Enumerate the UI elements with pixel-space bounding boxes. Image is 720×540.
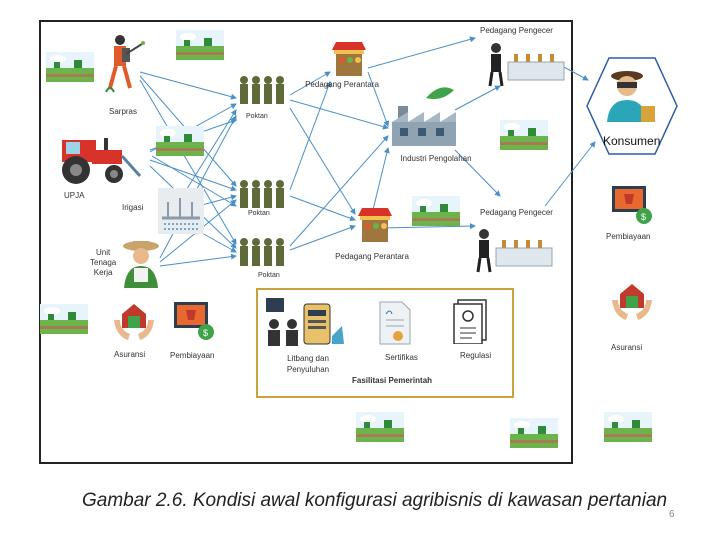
consumer-hexagon (585, 56, 679, 156)
node-label-pedagang-pengecer-bottom: Pedagang Pengecer (480, 208, 553, 217)
factory-icon (390, 78, 460, 146)
farmer-group-icon (236, 178, 288, 210)
node-label-poktan-1: Poktan (246, 113, 268, 120)
farmland-icon (510, 418, 558, 448)
retail-counter-icon (474, 226, 554, 274)
node-label-pedagang-perantara-bottom: Pedagang Perantara (335, 252, 409, 261)
svg-text:$: $ (641, 212, 646, 222)
node-label-industri: Industri Pengolahan (400, 154, 472, 163)
farmland-icon (604, 412, 652, 442)
insurance-hands-icon (610, 280, 654, 322)
svg-text:$: $ (203, 328, 208, 338)
financing-icon: $ (172, 300, 216, 342)
node-label-pedagang-perantara-top: Pedagang Perantara (305, 80, 379, 89)
node-label-poktan-3: Poktan (258, 272, 280, 279)
node-label-konsumen: Konsumen (603, 134, 661, 148)
retail-counter-icon (486, 40, 566, 88)
irrigation-icon (158, 188, 204, 234)
farmland-icon (356, 412, 404, 442)
node-label-pedagang-pengecer-top: Pedagang Pengecer (480, 26, 553, 35)
node-label-sarpras: Sarpras (108, 107, 138, 116)
node-label-tenaga-kerja: Unit Tenaga Kerja (90, 248, 117, 277)
node-label-pembiayaan-right: Pembiayaan (606, 232, 651, 241)
node-label-asuransi-right: Asuransi (611, 343, 643, 352)
node-label-upja: UPJA (64, 191, 85, 200)
farmer-worker-icon (120, 236, 162, 288)
research-extension-icon (262, 296, 346, 350)
gov-label-sertifikasi: Sertifikas (385, 353, 418, 362)
market-stall-icon (356, 206, 394, 244)
farmland-icon (176, 30, 224, 60)
node-label-pembiayaan-left: Pembiayaan (170, 351, 215, 360)
farmland-icon (46, 52, 94, 82)
farmer-group-icon (236, 74, 288, 106)
figure-caption: Gambar 2.6. Kondisi awal konfigurasi agr… (82, 490, 668, 511)
gov-box-title: Fasilitasi Pemerintah (352, 376, 433, 385)
page-number: 6 (669, 509, 675, 520)
tractor-icon (52, 132, 142, 186)
farmland-icon (40, 304, 88, 334)
node-label-poktan-2: Poktan (248, 210, 270, 217)
node-label-asuransi-left: Asuransi (114, 350, 146, 359)
farmland-icon (412, 196, 460, 226)
insurance-hands-icon (112, 300, 156, 342)
farmer-sprayer-icon (100, 32, 146, 98)
node-label-irigasi: Irigasi (122, 203, 144, 212)
market-stall-icon (330, 40, 368, 78)
farmer-group-icon (236, 236, 288, 268)
certificate-icon (378, 300, 412, 346)
gov-label-litbang: Litbang dan Penyuluhan (286, 354, 330, 374)
farmland-icon (500, 120, 548, 150)
regulation-document-icon (452, 298, 488, 344)
gov-label-regulasi: Regulasi (460, 351, 492, 360)
financing-icon: $ (610, 184, 654, 226)
farmland-icon (156, 126, 204, 156)
